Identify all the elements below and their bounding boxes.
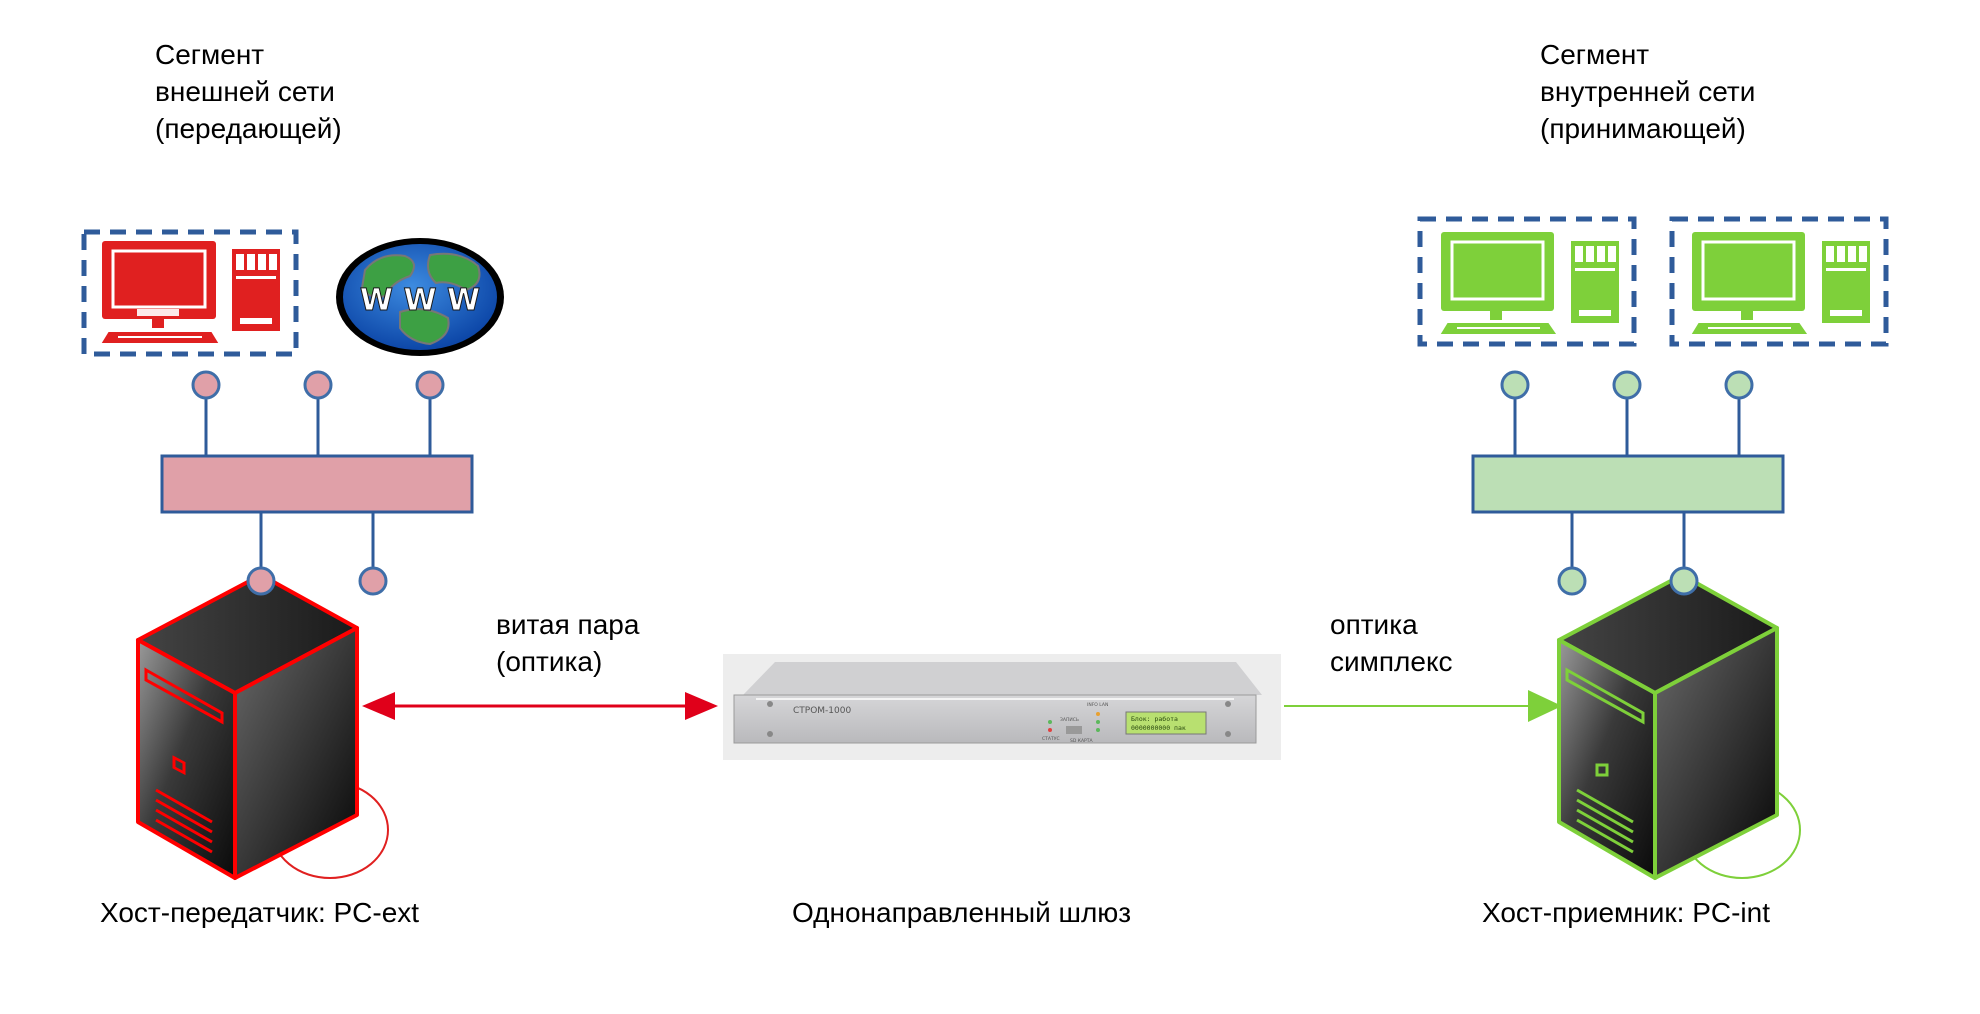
external-workstation-frame [81, 229, 299, 357]
internal-segment-line-1: Сегмент [1540, 39, 1650, 70]
right-link-arrow [1284, 690, 1562, 722]
gateway-device: СТРОМ-1000 INFO LAN ЗАПИСЬ СТАТУС SD КАР… [723, 654, 1281, 760]
internal-node-4 [1557, 566, 1587, 596]
external-node-1 [191, 370, 221, 400]
external-node-3 [415, 370, 445, 400]
internal-segment-line-3: (принимающей) [1540, 113, 1746, 144]
external-segment-line-3: (передающей) [155, 113, 342, 144]
sender-server-icon [136, 566, 389, 880]
gateway-info-lan-label: INFO LAN [1087, 702, 1108, 708]
gateway-lcd-display [1125, 711, 1207, 735]
external-segment-line-1: Сегмент [155, 39, 265, 70]
receiver-server-icon [1557, 566, 1801, 880]
gateway-lcd-line-1: Блок: работа [1131, 715, 1178, 723]
internal-workstation-icon-2 [1688, 232, 1870, 336]
globe-www-text: W W W [360, 283, 480, 318]
gateway-sd-card-label: SD КАРТА [1070, 738, 1093, 744]
gateway-status-label: СТАТУС [1042, 736, 1060, 742]
receiver-server-port [1669, 566, 1699, 596]
internal-network-bus [1471, 454, 1785, 514]
left-link-line-2: (оптика) [496, 646, 603, 677]
internal-segment-line-2: внутренней сети [1540, 76, 1756, 107]
left-link-line-1: витая пара [496, 609, 640, 640]
receiver-host-caption: Хост-приемник: PC-int [1482, 897, 1770, 928]
internal-workstation-icon-1 [1437, 232, 1619, 336]
internal-segment-title: Сегмент внутренней сети (принимающей) [1540, 36, 1755, 147]
internal-segment [1417, 216, 1889, 596]
right-link-label: оптика симплекс [1330, 606, 1453, 680]
left-link-label: витая пара (оптика) [496, 606, 639, 680]
internal-workstation-frame-2 [1669, 216, 1889, 347]
external-workstation-icon [98, 241, 280, 345]
external-network-bus [160, 454, 474, 514]
internal-node-3 [1724, 370, 1754, 400]
sender-server-port [246, 566, 276, 596]
sender-host-caption: Хост-передатчик: PC-ext [100, 897, 420, 928]
gateway-model-label: СТРОМ-1000 [793, 706, 851, 716]
internal-node-2 [1612, 370, 1642, 400]
left-link-arrow [362, 692, 718, 720]
right-link-line-1: оптика [1330, 609, 1418, 640]
gateway-caption: Однонаправленный шлюз [792, 897, 1132, 928]
external-segment-line-2: внешней сети [155, 76, 335, 107]
gateway-lcd-line-2: 0000000000 пак [1131, 724, 1186, 732]
external-node-2 [303, 370, 333, 400]
right-link-line-2: симплекс [1330, 646, 1453, 677]
external-segment-title: Сегмент внешней сети (передающей) [155, 36, 342, 147]
internet-globe-icon: W W W [336, 238, 504, 356]
internal-workstation-frame-1 [1417, 216, 1637, 347]
external-node-4 [358, 566, 388, 596]
gateway-record-label: ЗАПИСЬ [1060, 717, 1079, 723]
internal-node-1 [1500, 370, 1530, 400]
external-segment: W W W [81, 229, 504, 596]
